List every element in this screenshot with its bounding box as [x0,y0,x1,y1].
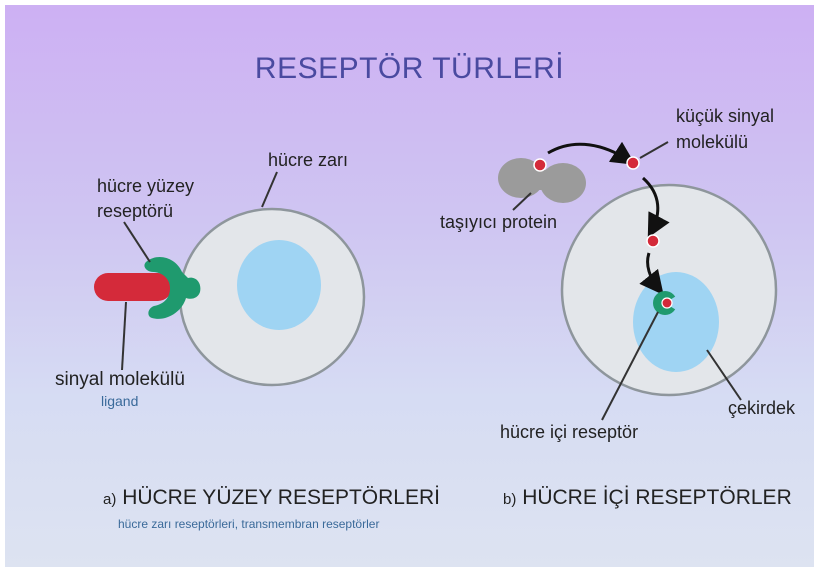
arrow-carrier-to-signal [547,141,636,165]
caption-right-prefix: b) [503,491,517,508]
signal-bound-receptor [661,297,673,309]
surface-receptor [144,257,201,319]
signal-on-carrier [533,158,547,172]
pointer-carrier-protein [512,192,532,211]
label-small-signal-line2: molekülü [676,132,749,152]
small-signal-molecule [626,156,640,170]
caption-left: a) HÜCRE YÜZEY RESEPTÖRLERİ [103,486,440,510]
left-nucleus [237,240,321,330]
pointer-cell-membrane [261,171,278,208]
label-intracellular-receptor: hücre içi reseptör [500,422,639,442]
signal-molecule-ligand [94,273,172,301]
caption-right: b) HÜCRE İÇİ RESEPTÖRLER [503,486,792,510]
label-carrier-protein: taşıyıcı protein [440,212,558,232]
label-signal-molecule: sinyal molekülü [55,369,185,390]
label-surface-receptor-line1: hücre yüzey [97,176,195,196]
signal-in-cytoplasm [646,234,660,248]
pointer-receptor [123,221,151,263]
label-small-signal-line1: küçük sinyal [676,106,775,126]
caption-left-subtitle: hücre zarı reseptörleri, transmembran re… [118,517,380,531]
caption-left-title: HÜCRE YÜZEY RESEPTÖRLERİ [122,486,440,509]
label-ligand: ligand [101,393,139,409]
page-title: RESEPTÖR TÜRLERİ [254,52,565,85]
pointer-signal-molecule [121,301,127,371]
right-nucleus [633,272,719,372]
label-nucleus: çekirdek [728,398,796,418]
pointer-small-signal [639,141,669,159]
carrier-protein [498,158,586,203]
label-surface-receptor-line2: reseptörü [97,201,174,221]
caption-right-title: HÜCRE İÇİ RESEPTÖRLER [522,486,792,509]
label-cell-membrane: hücre zarı [268,150,349,170]
pointer-nucleus [706,349,742,401]
caption-left-prefix: a) [103,491,117,508]
arrow-signal-to-receptor [639,252,664,296]
arrow-signal-into-cell [641,176,670,238]
pointer-intracellular-receptor [601,311,659,421]
